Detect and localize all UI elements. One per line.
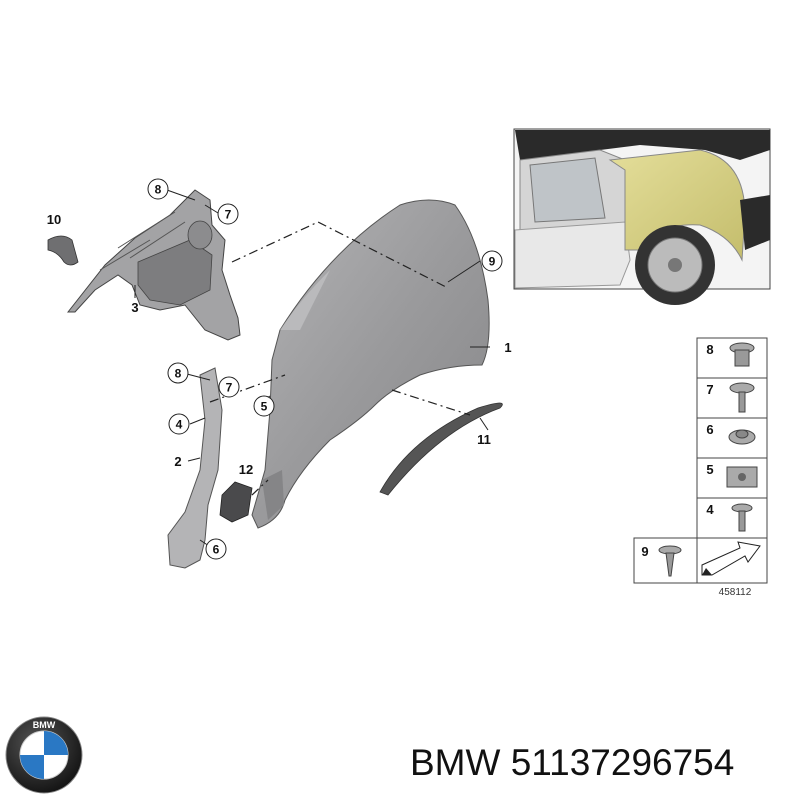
assembly-lines [209,221,471,496]
self-tapping-screw-icon [658,545,682,577]
svg-text:2: 2 [174,454,181,469]
svg-text:8: 8 [175,367,182,381]
svg-text:3: 3 [131,300,138,315]
callout-6: 6 [205,538,227,560]
buffer-block-part [219,481,253,523]
pad-part [47,235,79,266]
svg-text:7: 7 [706,382,713,397]
callout-8-mid: 8 [167,362,189,384]
svg-text:7: 7 [226,381,233,395]
nut-icon [728,429,756,445]
logo-lettering: BMW [33,720,56,730]
fastener-legend: 8 7 6 5 4 9 [633,337,768,584]
callout-11: 11 [477,432,491,447]
svg-text:5: 5 [706,462,713,477]
callout-7-top: 7 [217,203,239,225]
vehicle-inset [513,128,771,305]
svg-text:9: 9 [641,544,648,559]
svg-text:9: 9 [489,255,496,269]
svg-text:6: 6 [213,543,220,557]
svg-text:4: 4 [706,502,714,517]
push-clip-icon [729,342,755,367]
inner-bracket-part [66,189,241,341]
svg-text:10: 10 [47,212,61,227]
callout-2: 2 [174,454,181,469]
svg-text:1: 1 [504,340,511,355]
brand-name: BMW [410,742,501,783]
callout-1: 1 [504,340,511,355]
callout-5: 5 [253,395,275,417]
svg-text:5: 5 [261,400,268,414]
bmw-logo: BMW [5,716,83,794]
callout-4: 4 [168,413,190,435]
callout-9: 9 [481,250,503,272]
drawing-number: 458112 [719,587,752,598]
bolt-icon [731,503,753,532]
part-number: 51137296754 [510,742,735,783]
callout-12: 12 [239,462,253,477]
callout-10: 10 [47,212,61,227]
svg-text:8: 8 [155,183,162,197]
callout-3: 3 [131,300,138,315]
product-title: BMW 51137296754 [410,742,790,792]
svg-text:6: 6 [706,422,713,437]
screw-clip-icon [729,382,755,413]
svg-text:8: 8 [706,342,713,357]
svg-text:11: 11 [477,432,491,447]
callout-7-mid: 7 [218,376,240,398]
svg-text:12: 12 [239,462,253,477]
wheel-arch-trim-part [379,402,503,496]
svg-text:7: 7 [225,208,232,222]
support-strip-part [167,367,223,569]
svg-text:4: 4 [176,418,183,432]
clip-nut-icon [726,466,758,488]
direction-arrow-icon [701,541,761,576]
fender-part [251,199,490,529]
callout-8-top: 8 [147,178,169,200]
